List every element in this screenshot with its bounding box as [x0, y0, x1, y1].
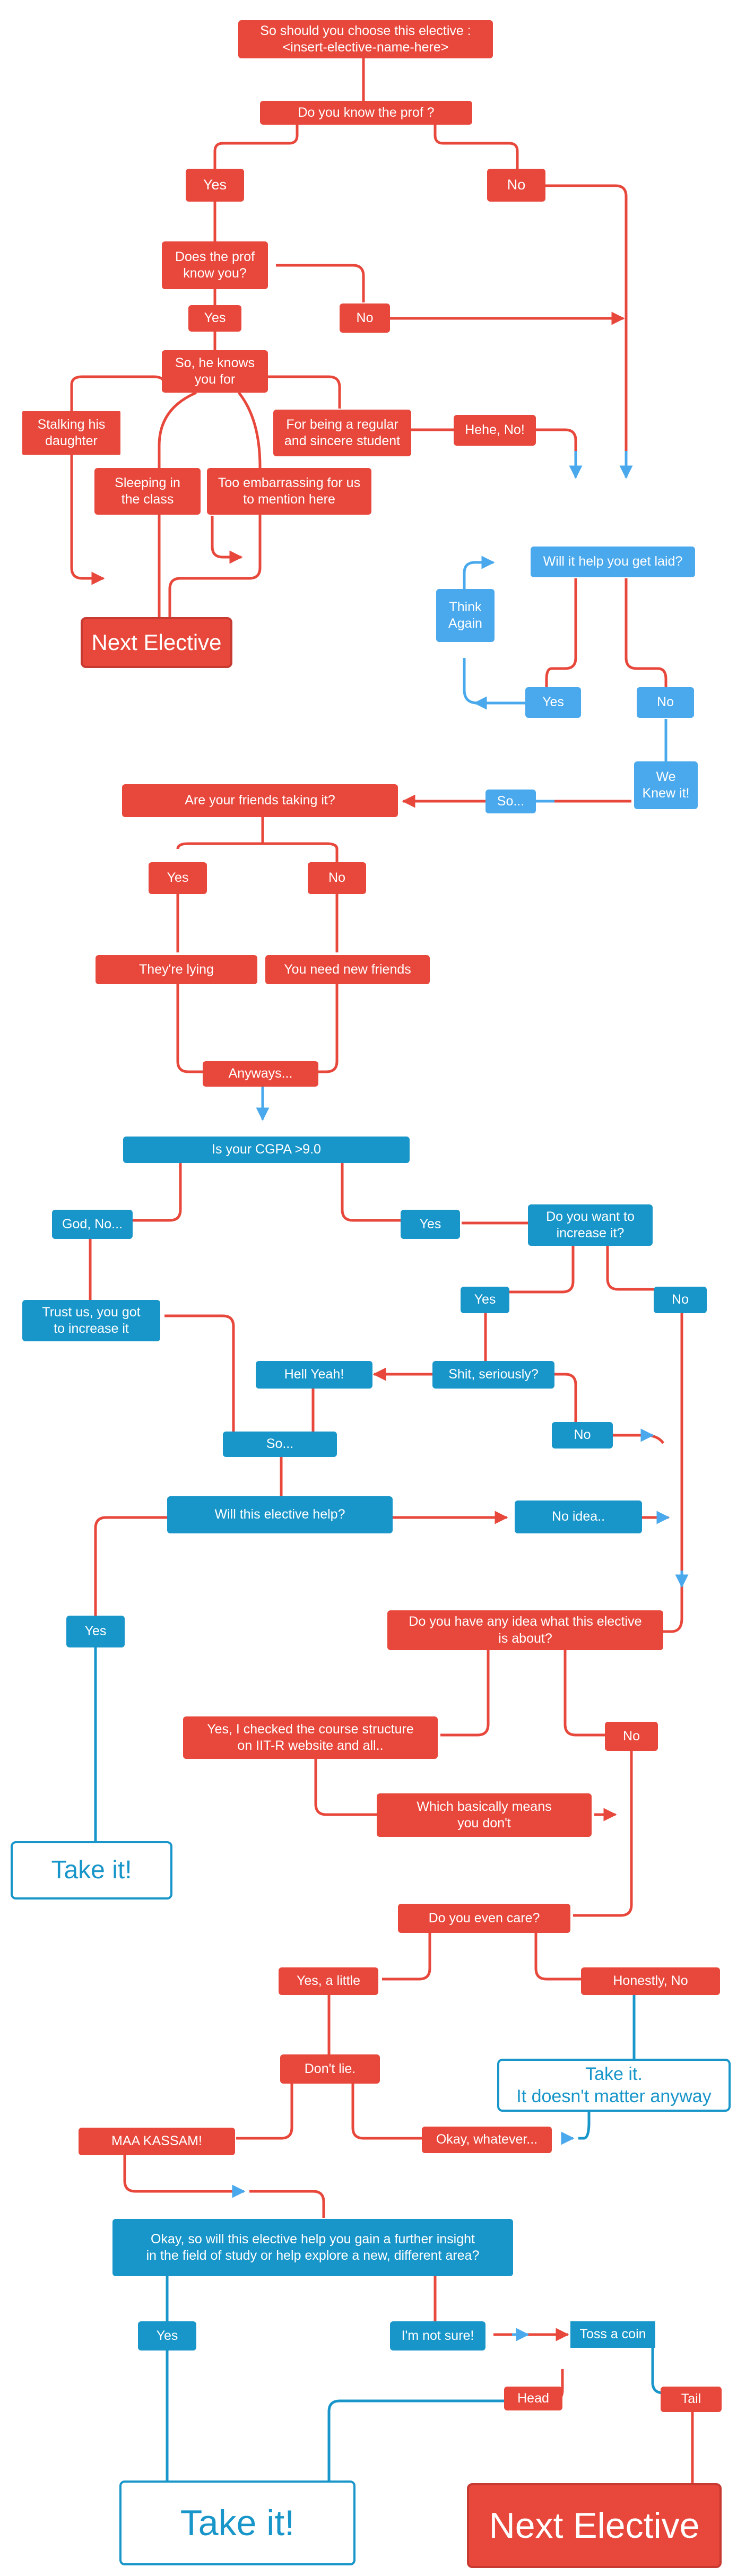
- he-knows-node: So, he knows you for: [162, 350, 268, 393]
- regular-node: For being a regular and sincere student: [273, 410, 411, 456]
- edge-dontlie-maa: [236, 2069, 293, 2140]
- edge-profknows-no2: [276, 264, 365, 302]
- edge-heknows-embarrass: [168, 392, 262, 618]
- sleeping-node: Sleeping in the class: [94, 468, 201, 515]
- take-it-node-2: Take it!: [119, 2480, 356, 2565]
- edge-heknows-stalking: [70, 375, 166, 411]
- think-again-node: Think Again: [436, 589, 495, 642]
- take-it-matter-node: Take it. It doesn't matter anyway: [497, 2059, 731, 2112]
- prof-knows-node: Does the prof know you?: [162, 241, 268, 289]
- edge-think-laid: [463, 556, 495, 618]
- tail-node: Tail: [661, 2387, 722, 2412]
- next-elective-node: Next Elective: [81, 617, 232, 668]
- edge-trust-so2: [164, 1314, 235, 1433]
- increase-node: Do you want to increase it?: [528, 1204, 653, 1246]
- seriously-node: Shit, seriously?: [432, 1361, 554, 1389]
- dont-lie-node: Don't lie.: [280, 2054, 380, 2084]
- edge-heknows-regular: [268, 375, 341, 409]
- friends-node: Are your friends taking it?: [122, 784, 398, 817]
- no6-node: No: [654, 1287, 707, 1313]
- hell-yeah-node: Hell Yeah!: [256, 1361, 372, 1389]
- not-sure-node: I'm not sure!: [390, 2321, 485, 2351]
- trust-node: Trust us, you got to increase it: [22, 1300, 160, 1341]
- take-it-node-1: Take it!: [11, 1841, 172, 1900]
- no7-node: No: [552, 1422, 613, 1449]
- knew-it-node: We Knew it!: [634, 761, 698, 809]
- edge-help-yes7: [94, 1516, 170, 1618]
- edge-care-honest: [534, 1931, 581, 1981]
- so-node: So...: [485, 790, 536, 813]
- yes-little-node: Yes, a little: [279, 1967, 378, 1995]
- okay-whatever-node: Okay, whatever...: [422, 2127, 552, 2153]
- honestly-no-node: Honestly, No: [581, 1967, 720, 1995]
- no-node: No: [487, 169, 545, 202]
- edge-anyidea-no8: [563, 1650, 605, 1737]
- yes4-node: Yes: [149, 862, 207, 894]
- checked-node: Yes, I checked the course structure on I…: [183, 1716, 438, 1759]
- embarrassing-node: Too embarrassing for us to mention here: [207, 468, 371, 515]
- edge-lying-anyways: [176, 984, 204, 1073]
- help-node: Will this elective help?: [167, 1496, 393, 1533]
- so2-node: So...: [223, 1432, 337, 1457]
- no4-node: No: [308, 862, 366, 894]
- edge-no7-right: [613, 1434, 665, 1444]
- edge-friends-split: [176, 817, 339, 862]
- know-prof-node: Do you know the prof ?: [260, 101, 472, 125]
- yes5-node: Yes: [401, 1210, 460, 1239]
- edge-maa-insight2: [249, 2190, 325, 2218]
- edge-heknows-sleeping: [158, 391, 197, 618]
- cgpa-node: Is your CGPA >9.0: [123, 1137, 410, 1163]
- yes3-node: Yes: [525, 687, 581, 718]
- lying-node: They're lying: [96, 955, 257, 984]
- edge-no6-down: [663, 1311, 683, 1633]
- no8-node: No: [605, 1722, 658, 1751]
- edge-dontlie-okay: [351, 2080, 422, 2140]
- edge-hehe-down: [536, 428, 577, 464]
- no2-node: No: [340, 303, 390, 333]
- hehe-node: Hehe, No!: [454, 415, 536, 446]
- yes-node: Yes: [186, 169, 244, 202]
- stalking-node: Stalking his daughter: [22, 411, 120, 455]
- edge-laid-no: [625, 578, 667, 687]
- edge-checked-which: [314, 1759, 377, 1816]
- edge-no8-care: [573, 1751, 633, 1917]
- which-means-node: Which basically means you don't: [377, 1793, 592, 1837]
- anyways-node: Anyways...: [203, 1061, 318, 1087]
- toss-coin-node: Toss a coin: [570, 2321, 655, 2348]
- god-no-node: God, No...: [52, 1210, 133, 1239]
- edge-okay-right: [578, 2112, 591, 2140]
- get-laid-node: Will it help you get laid?: [531, 547, 695, 577]
- edge-maa-insight: [123, 2146, 244, 2193]
- yes8-node: Yes: [138, 2321, 196, 2351]
- no3-node: No: [637, 687, 694, 718]
- head-node: Head: [504, 2387, 562, 2410]
- edge-cgpa-yes5: [341, 1162, 401, 1222]
- care-node: Do you even care?: [398, 1904, 570, 1933]
- edge-know-no: [433, 125, 519, 169]
- yes6-node: Yes: [461, 1287, 509, 1313]
- edge-no-right: [544, 184, 628, 464]
- edge-cgpa-god: [133, 1162, 182, 1222]
- edge-newfriends-anyways: [318, 984, 339, 1073]
- no-idea-node: No idea..: [515, 1501, 642, 1533]
- yes7-node: Yes: [66, 1616, 125, 1647]
- edge-yes3-think: [463, 658, 525, 705]
- start-node: So should you choose this elective : <in…: [238, 20, 493, 58]
- edge-care-little: [382, 1931, 431, 1981]
- edge-laid-yes: [545, 578, 577, 687]
- any-idea-node: Do you have any idea what this elective …: [387, 1610, 663, 1650]
- edge-stalking-next: [70, 455, 105, 585]
- edge-head-left: [327, 2399, 504, 2480]
- insight-node: Okay, so will this elective help you gai…: [112, 2219, 513, 2276]
- edge-embarrass-next: [211, 516, 243, 564]
- yes2-node: Yes: [188, 305, 241, 332]
- new-friends-node: You need new friends: [265, 955, 430, 984]
- maa-kassam-node: MAA KASSAM!: [79, 2128, 235, 2155]
- edge-seriously-no7: [554, 1373, 577, 1422]
- edge-anyidea-checked: [440, 1650, 490, 1737]
- edge-know-yes: [213, 125, 299, 169]
- next-elective-node-2: Next Elective: [467, 2483, 722, 2568]
